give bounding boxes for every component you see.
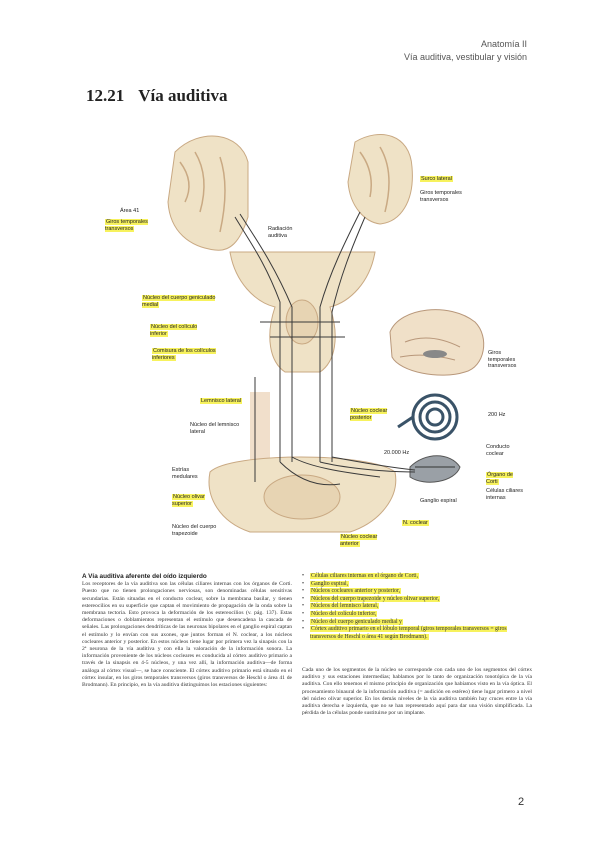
section-a-body: Los receptores de la vía auditiva son la…: [82, 581, 292, 689]
station-text: Núcleo del cuerpo geniculado medial y: [310, 618, 403, 625]
header-subject: Anatomía II: [480, 39, 527, 49]
section-a: A Vía auditiva aferente del oído izquier…: [82, 573, 292, 689]
label-lemnisco: Lemnisco lateral: [200, 398, 245, 405]
label-nucleo-olivar-text: Núcleo olivar superior: [172, 494, 205, 507]
label-lemnisco-text: Lemnisco lateral: [200, 398, 243, 404]
stations-list: Células ciliares internas en el órgano d…: [302, 573, 532, 641]
label-giros-right: Giros temporales transversos: [420, 190, 462, 203]
section-a-heading: A Vía auditiva aferente del oído izquier…: [82, 573, 207, 580]
label-area-41: Área 41: [120, 208, 140, 214]
label-nucleo-coliculo: Núcleo del colículo inferior: [150, 324, 210, 337]
label-nucleo-coclear-posterior-text: Núcleo coclear posterior: [350, 408, 388, 421]
label-nucleo-coclear-anterior-text: Núcleo coclear anterior: [340, 534, 378, 547]
label-organo-corti: Órgano de Corti: [486, 472, 520, 485]
list-item: Núcleos del cuerpo trapezoide y núcleo o…: [302, 595, 532, 604]
label-nucleo-geniculado-text: Núcleo del cuerpo geniculado medial: [142, 295, 216, 308]
brainstem: [208, 251, 397, 533]
label-radiacion: Radiación auditiva: [268, 226, 293, 239]
list-item: Ganglio espiral,: [302, 580, 532, 589]
left-brain-section: [167, 135, 249, 251]
label-nervio-coclear-text: N. coclear: [402, 520, 429, 526]
label-nucleo-lemnisco: Núcleo del lemnisco lateral: [190, 422, 240, 435]
label-organo-corti-text: Órgano de Corti: [486, 472, 513, 485]
station-text: Células ciliares internas en el órgano d…: [310, 573, 420, 579]
lateral-brain: [389, 309, 485, 376]
label-surco-lateral-text: Surco lateral: [420, 176, 453, 182]
station-text: Ganglio espiral,: [310, 580, 350, 587]
label-giros-transversos-text: Giros temporales transversos: [105, 219, 148, 232]
list-item: Núcleos cocleares anterior y posterior,: [302, 588, 532, 596]
label-nervio-coclear: N. coclear: [402, 520, 429, 527]
auditory-pathway-lines: [234, 211, 416, 486]
station-text: Núcleo del colículo inferior,: [310, 610, 378, 617]
station-text: Núcleos cocleares anterior y posterior,: [310, 588, 402, 595]
page-title: 12.21 Vía auditiva: [86, 86, 227, 106]
label-nucleo-coliculo-text: Núcleo del colículo inferior: [150, 324, 198, 337]
label-200hz: 200 Hz: [488, 412, 506, 418]
label-nucleo-geniculado: Núcleo del cuerpo geniculado medial: [142, 295, 220, 308]
organ-of-corti: [409, 455, 461, 483]
title-text: Vía auditiva: [138, 86, 228, 105]
list-item: Células ciliares internas en el órgano d…: [302, 573, 532, 581]
label-conducto-coclear: Conducto coclear: [486, 444, 510, 457]
anatomical-illustration: [167, 134, 485, 533]
title-number: 12.21: [86, 86, 125, 105]
list-item: Córtex auditivo primario en el lóbulo te…: [302, 626, 532, 641]
label-ganglio-espiral: Ganglio espiral: [420, 498, 457, 504]
label-nucleo-olivar: Núcleo olivar superior: [172, 494, 217, 507]
label-estrias: Estrías medulares: [172, 467, 198, 480]
list-item: Núcleos del lemnisco lateral,: [302, 603, 532, 611]
tonotopic-paragraph: Cada uno de los segmentos de la núcleo s…: [302, 667, 532, 717]
label-20000hz: 20.000 Hz: [384, 450, 410, 456]
label-giros-transversos: Giros temporales transversos: [105, 219, 160, 232]
cochlea-spiral: [397, 393, 459, 441]
list-item: Núcleo del cuerpo geniculado medial y: [302, 618, 532, 627]
label-surco-lateral: Surco lateral: [420, 176, 453, 183]
list-item: Núcleo del colículo inferior,: [302, 610, 532, 619]
label-nucleo-coclear-anterior: Núcleo coclear anterior: [340, 534, 380, 547]
label-nucleo-trapezoide: Núcleo del cuerpo trapezoide: [172, 524, 217, 537]
label-giros-3: Giros temporales transversos: [488, 350, 517, 369]
right-brain-section: [347, 134, 413, 225]
label-celulas-ciliares: Células ciliares internas: [486, 488, 523, 501]
header-topic: Vía auditiva, vestibular y visión: [403, 52, 527, 62]
page-header: Anatomía II Vía auditiva, vestibular y v…: [404, 38, 527, 64]
auditory-pathway-figure: Área 41 Giros temporales transversos Rad…: [80, 122, 523, 562]
label-comisura-text: Comisura de los colículos inferiores: [152, 348, 216, 361]
label-comisura: Comisura de los colículos inferiores: [152, 348, 222, 361]
station-text: Córtex auditivo primario en el lóbulo te…: [310, 626, 507, 640]
label-nucleo-coclear-posterior: Núcleo coclear posterior: [350, 408, 395, 421]
page-number: 2: [518, 796, 525, 808]
station-text: Núcleos del cuerpo trapezoide y núcleo o…: [310, 595, 441, 602]
station-text: Núcleos del lemnisco lateral,: [310, 603, 380, 610]
